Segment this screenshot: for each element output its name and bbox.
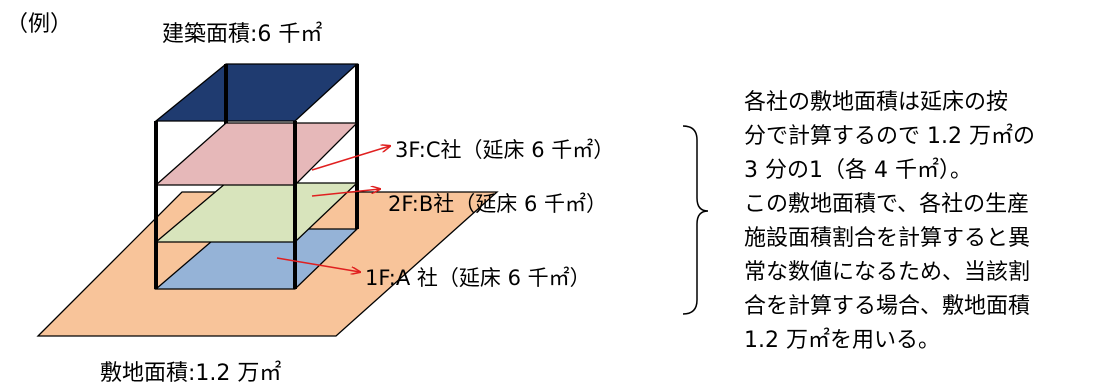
brace-bracket [682,125,709,315]
explanation-line: 1.2 万㎡を用いる。 [744,328,940,353]
explanation-line: この敷地面積で、各社の生産 [744,192,1030,217]
explanation-line: 合を計算する場合、敷地面積 [744,294,1031,319]
floor-3-slab [154,122,359,186]
site-area-label: 敷地面積:1.2 万㎡ [100,361,282,386]
floor-1-label: 1F:A 社（延床 6 千㎡） [365,266,591,290]
explanation-line: 分で計算するので 1.2 万㎡の [744,124,1035,149]
floor-2-label: 2F:B社（延床 6 千㎡） [388,192,608,216]
explanation-line: 各社の敷地面積は延床の按 [744,90,1009,115]
example-label: （例） [6,12,73,37]
explanation-text: 各社の敷地面積は延床の按 分で計算するので 1.2 万㎡の 3 分の1（各 4 … [744,86,1094,358]
explanation-line: 3 分の1（各 4 千㎡）。 [744,158,972,183]
arrow-floor-2 [311,189,380,197]
floor-3-label: 3F:C社（延床 6 千㎡） [395,138,615,162]
explanation-line: 施設面積割合を計算すると異 [744,226,1031,251]
roof-slab [154,63,359,122]
arrow-floor-1 [276,257,360,272]
explanation-line: 常な数値になるため、当該割 [744,260,1031,285]
arrow-floor-3 [311,146,390,171]
building-area-label: 建築面積:6 千㎡ [162,22,323,47]
